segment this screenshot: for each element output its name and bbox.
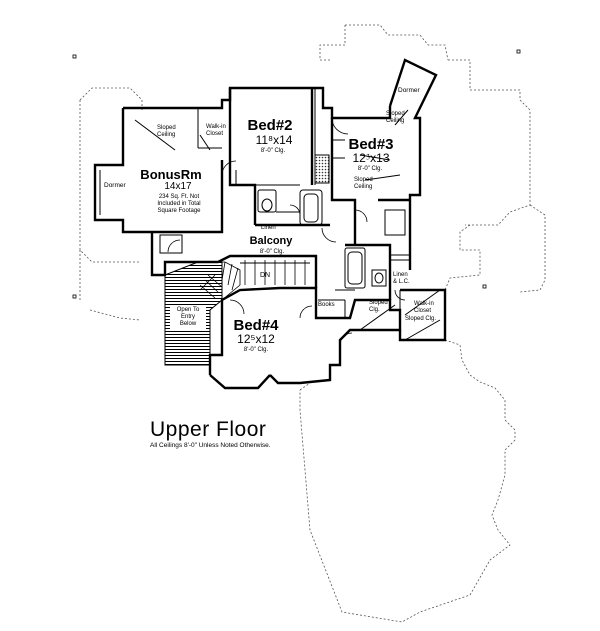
- bed3-size: 12⁳x13: [352, 151, 390, 165]
- walkin-closet-bed4-1: Walk-in: [414, 301, 434, 307]
- sloped-clg-1: Sloped: [369, 300, 388, 306]
- bonus-room-size: 14x17: [164, 181, 192, 192]
- bed3-ceiling: 8'-0" Clg.: [357, 166, 383, 172]
- linen-bath-label: Linen: [261, 225, 276, 231]
- bed4-ceiling: 8'-0" Clg.: [243, 347, 269, 353]
- walkin-closet-bonus-1: Walk-in: [206, 124, 226, 130]
- sloped-ceiling-bed3-top-2: Ceiling: [386, 118, 405, 124]
- sloped-ceiling-bonus-1: Sloped: [157, 125, 176, 131]
- bonus-room-note-1: 234 Sq. Ft. Not: [158, 194, 200, 200]
- bonus-room-note-3: Square Footage: [157, 208, 201, 214]
- sloped-ceiling-bed3-top-1: Sloped: [386, 111, 405, 117]
- door-swings: [167, 117, 406, 346]
- open-to-entry-2: Entry: [180, 314, 196, 320]
- linen-wic-label-1: Linen: [393, 272, 408, 278]
- sloped-ceiling-bonus-2: Ceiling: [157, 132, 176, 138]
- balcony-name: Balcony: [249, 235, 293, 247]
- sloped-clg-2: Clg.: [369, 307, 380, 313]
- linen-wic-label-2: & L.C.: [393, 279, 410, 285]
- corner-markers: [72, 49, 521, 299]
- roof-outline: [79, 24, 546, 623]
- walkin-closet-bed4-2: Closet: [414, 308, 432, 314]
- bed2-size: 11⁸x14: [255, 133, 293, 147]
- dormer-top-label: Dormer: [398, 87, 420, 94]
- balcony-ceiling: 8'-0" Clg.: [259, 249, 285, 255]
- bed2-ceiling: 8'-0" Clg.: [260, 148, 286, 154]
- interior-lines: [99, 88, 441, 341]
- plan-note: All Ceilings 8'-0" Unless Noted Otherwis…: [150, 442, 271, 449]
- stair-down-label: DN: [260, 272, 271, 279]
- bonus-room-name: BonusRm: [140, 167, 202, 182]
- sloped-ceiling-bed3-bottom-2: Ceiling: [354, 184, 373, 190]
- bonus-room-note-2: Included in Total: [157, 201, 201, 207]
- sloped-clg-bed4: Sloped Clg.: [405, 316, 437, 322]
- bed3-name: Bed#3: [348, 136, 394, 153]
- open-to-entry-1: Open To: [176, 307, 200, 313]
- open-to-entry-3: Below: [179, 321, 197, 327]
- books-label: Books: [318, 302, 335, 308]
- staircase: [198, 260, 306, 301]
- bed4-name: Bed#4: [233, 317, 279, 334]
- plan-title: Upper Floor: [150, 418, 267, 441]
- bed4-size: 12⁵x12: [237, 332, 275, 346]
- sloped-ceiling-bed3-bottom-1: Sloped: [354, 177, 373, 183]
- walkin-closet-bonus-2: Closet: [206, 131, 224, 137]
- bed2-name: Bed#2: [247, 117, 293, 134]
- dormer-left-label: Dormer: [104, 182, 126, 189]
